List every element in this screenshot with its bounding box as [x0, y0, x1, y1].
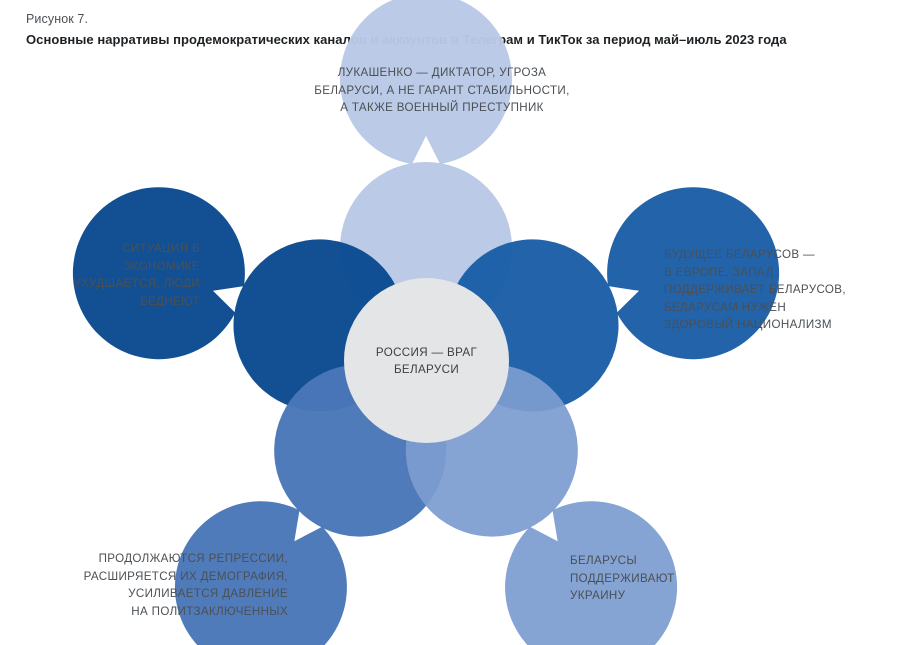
- center-hub-label: РОССИЯ — ВРАГ БЕЛАРУСИ: [375, 345, 478, 376]
- petal-label-top: ЛУКАШЕНКО — ДИКТАТОР, УГРОЗА БЕЛАРУСИ, А…: [314, 66, 570, 115]
- figure-number: Рисунок 7.: [26, 12, 89, 26]
- petal-label-left: СИТУАЦИЯ В ЭКОНОМИКЕ УХУДШАЕТСЯ, ЛЮДИ БЕ…: [73, 242, 200, 308]
- center-hub: РОССИЯ — ВРАГ БЕЛАРУСИ: [344, 278, 509, 443]
- petal-label-right: БУДУЩЕЕ БЕЛАРУСОВ — В ЕВРОПЕ, ЗАПАД ПОДД…: [664, 248, 846, 332]
- petal-label-bottom-left: ПРОДОЛЖАЮТСЯ РЕПРЕССИИ, РАСШИРЯЕТСЯ ИХ Д…: [83, 552, 288, 618]
- petal-label-bottom-right: БЕЛАРУСЫ ПОДДЕРЖИВАЮТ УКРАИНУ: [570, 554, 675, 603]
